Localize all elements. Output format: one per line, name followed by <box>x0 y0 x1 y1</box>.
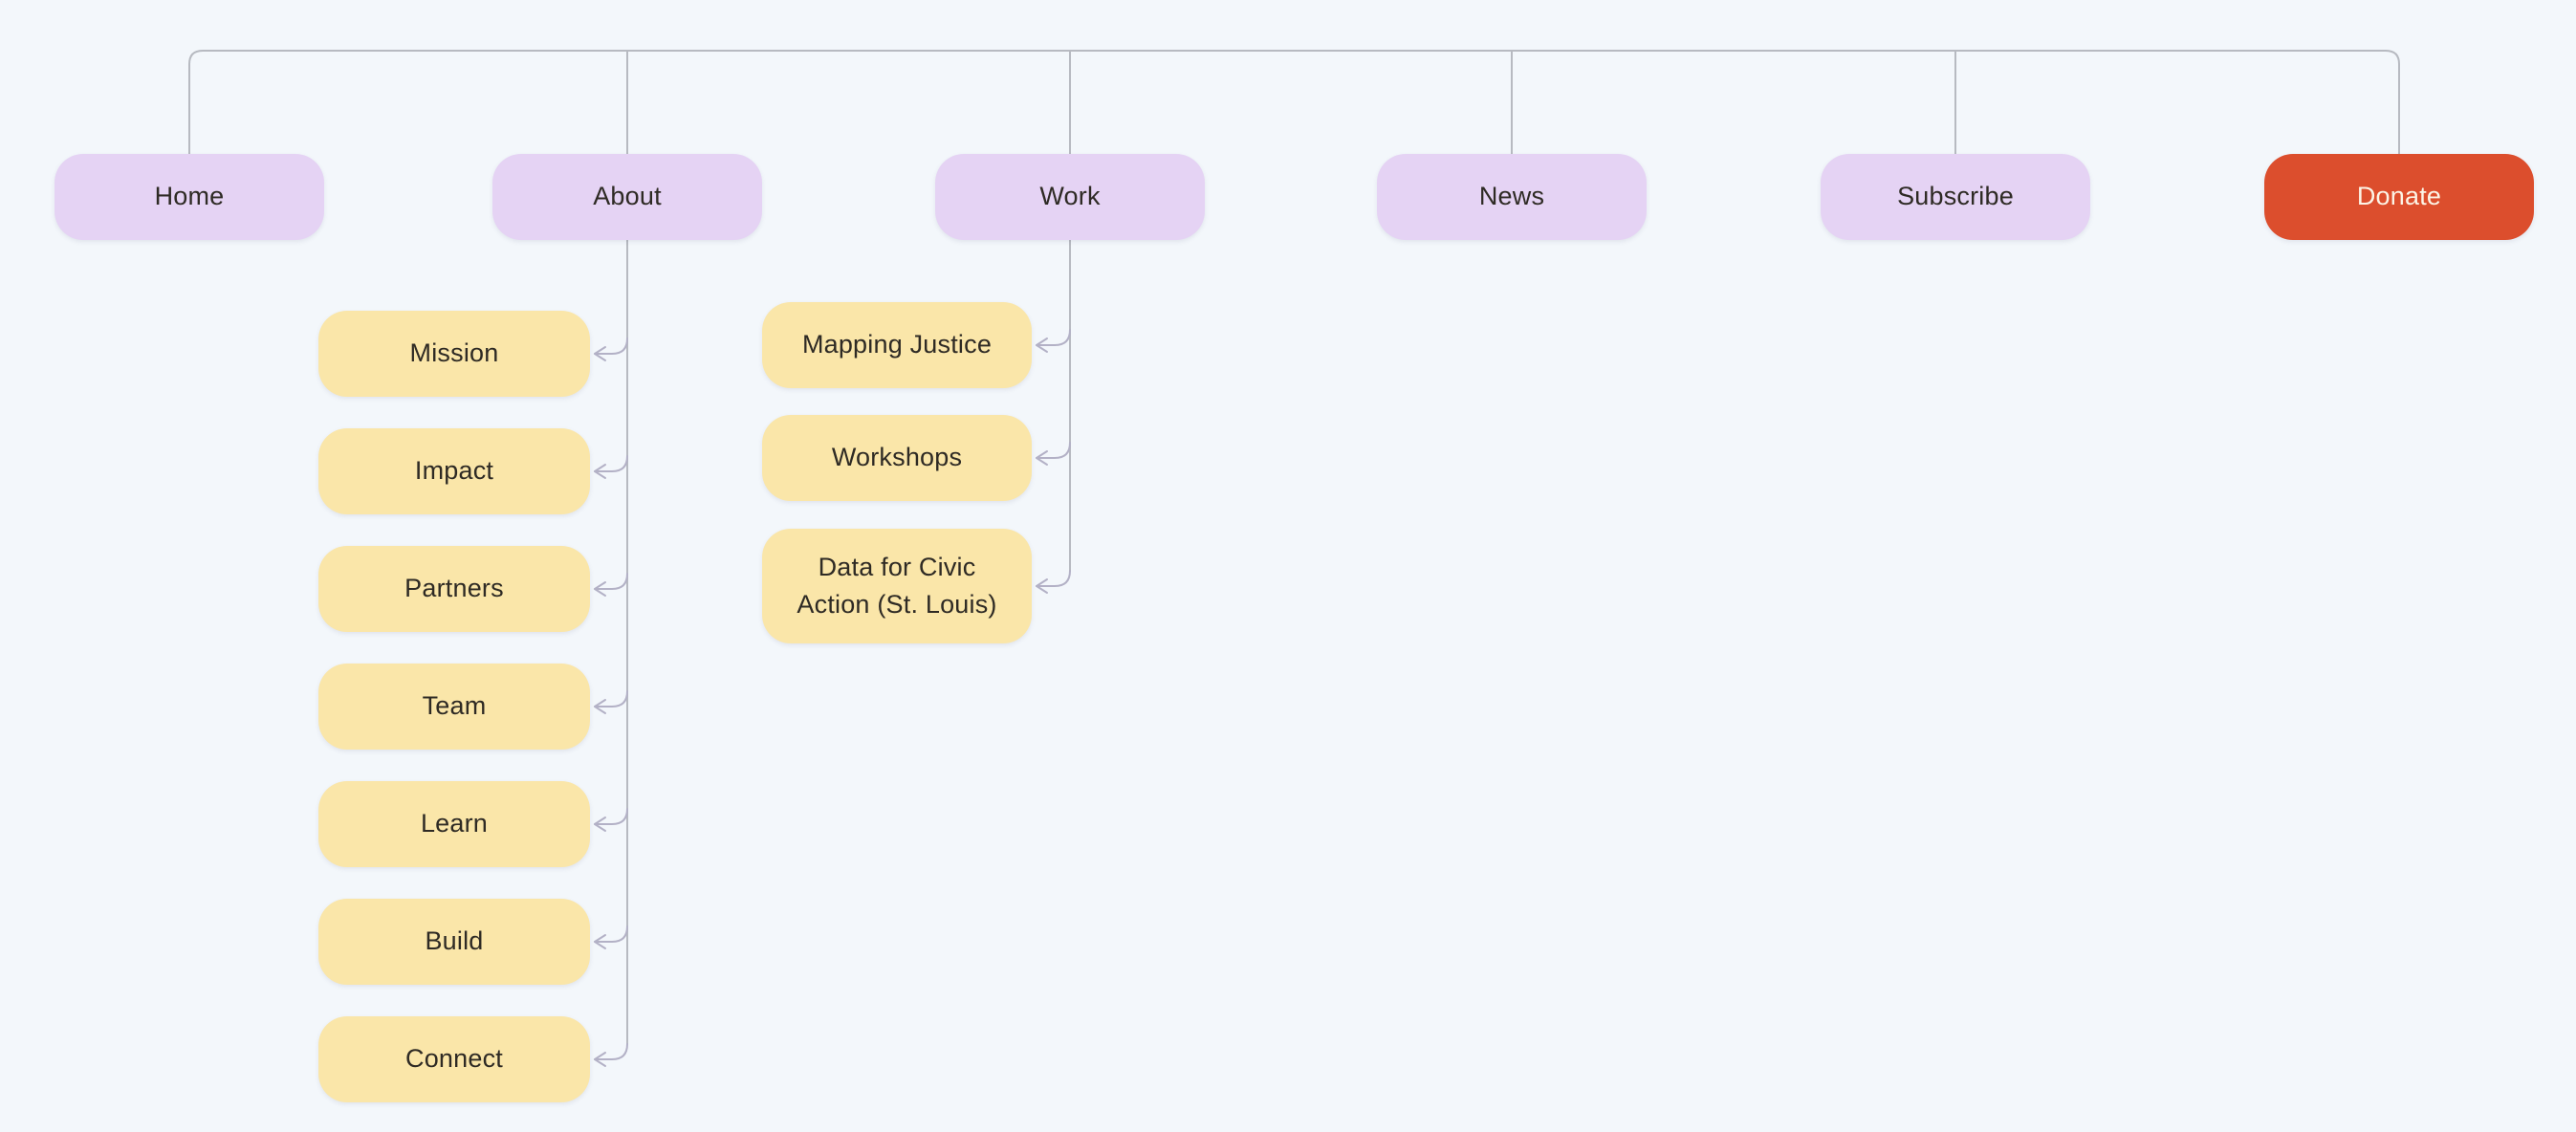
arrow-workshops <box>1036 442 1071 459</box>
node-news[interactable]: News <box>1377 154 1647 240</box>
node-build[interactable]: Build <box>318 899 590 985</box>
arrowhead-workshops <box>1036 450 1048 466</box>
arrowhead-mission <box>594 346 606 361</box>
node-about[interactable]: About <box>492 154 762 240</box>
arrow-mission <box>594 337 628 355</box>
node-learn[interactable]: Learn <box>318 781 590 867</box>
node-label-news: News <box>1478 182 1545 211</box>
node-mission[interactable]: Mission <box>318 311 590 397</box>
node-connect[interactable]: Connect <box>318 1016 590 1102</box>
arrowhead-connect <box>594 1052 606 1067</box>
arrow-learn <box>594 808 628 825</box>
arrow-impact <box>594 455 628 472</box>
node-label-subscribe: Subscribe <box>1897 182 2014 211</box>
node-donate[interactable]: Donate <box>2264 154 2534 240</box>
arrowhead-data-civic-action <box>1036 578 1048 594</box>
arrowhead-partners <box>594 581 606 597</box>
node-label-team: Team <box>422 691 487 721</box>
node-label-mission: Mission <box>409 338 499 368</box>
node-label-learn: Learn <box>420 809 489 838</box>
node-label-mapping-justice: Mapping Justice <box>801 330 993 359</box>
node-label-work: Work <box>1039 182 1101 211</box>
about-trunk-tail-arrow <box>594 1043 628 1060</box>
node-subscribe[interactable]: Subscribe <box>1821 154 2090 240</box>
node-label-connect: Connect <box>405 1044 503 1074</box>
node-data-civic-action[interactable]: Data for Civic Action (St. Louis) <box>762 529 1032 643</box>
node-work[interactable]: Work <box>935 154 1205 240</box>
node-partners[interactable]: Partners <box>318 546 590 632</box>
node-label-partners: Partners <box>404 574 504 603</box>
node-label-build: Build <box>425 926 484 956</box>
node-label-impact: Impact <box>414 456 494 486</box>
node-team[interactable]: Team <box>318 664 590 750</box>
node-label-about: About <box>593 182 662 211</box>
node-home[interactable]: Home <box>55 154 324 240</box>
arrow-build <box>594 925 628 943</box>
arrowhead-build <box>594 934 606 949</box>
arrow-team <box>594 690 628 708</box>
arrowhead-mapping-justice <box>1036 337 1048 353</box>
node-label-donate: Donate <box>2356 182 2442 211</box>
work-trunk-tail-arrow <box>1036 570 1071 587</box>
arrow-mapping-justice <box>1036 329 1071 346</box>
arrowhead-team <box>594 699 606 714</box>
node-impact[interactable]: Impact <box>318 428 590 514</box>
node-label-data-civic-action: Data for Civic Action (St. Louis) <box>797 552 997 619</box>
node-label-workshops: Workshops <box>831 443 963 472</box>
arrowhead-learn <box>594 816 606 832</box>
node-mapping-justice[interactable]: Mapping Justice <box>762 302 1032 388</box>
arrowhead-impact <box>594 464 606 479</box>
node-workshops[interactable]: Workshops <box>762 415 1032 501</box>
top-rail-line <box>188 50 2400 158</box>
arrow-partners <box>594 573 628 590</box>
node-label-home: Home <box>154 182 225 211</box>
